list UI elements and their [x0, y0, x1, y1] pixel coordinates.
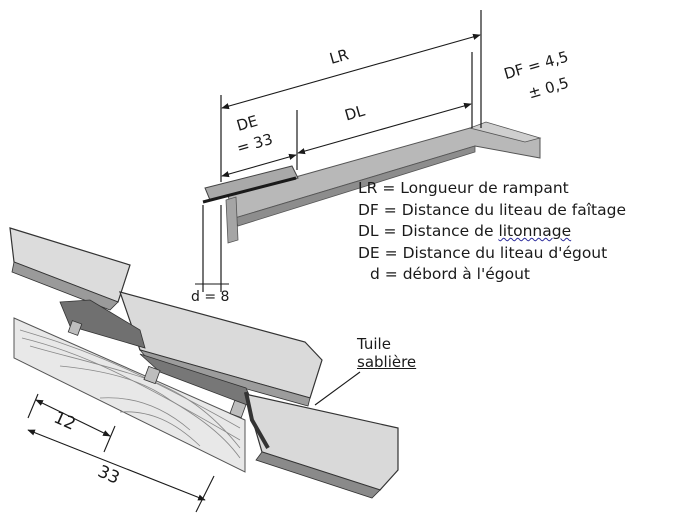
lr-dimension	[221, 33, 481, 110]
upper-tile	[9, 227, 131, 311]
legend-row-lr: LR = Longueur de rampant	[358, 178, 697, 200]
d-label: d = 8	[191, 289, 229, 305]
legend-row-d: d = débord à l'égout	[358, 264, 697, 286]
tuile-label-line1: Tuile	[357, 335, 391, 353]
legend-abbr: LR	[358, 179, 378, 197]
legend-eq: =	[378, 200, 402, 219]
de-label-line1: DE	[235, 112, 260, 135]
sabliere-tile	[244, 391, 399, 499]
legend-abbr: d	[370, 265, 380, 283]
legend-row-dl: DL = Distance de litonnage	[358, 221, 697, 243]
legend-text: débord à l'égout	[402, 265, 531, 283]
dl-label: DL	[343, 101, 368, 124]
eave-tile	[59, 291, 323, 409]
dl-dimension	[297, 102, 472, 155]
tuile-sabliere-label: Tuile sablière	[357, 335, 416, 371]
tuile-label-line2: sablière	[357, 353, 417, 371]
legend-abbr: DL	[358, 222, 379, 240]
lr-label: LR	[328, 45, 351, 67]
dim-12-label: 12	[51, 408, 79, 435]
tile-hooks	[67, 320, 247, 419]
legend-wavy-word: litonnage	[498, 222, 572, 240]
lower-dimension-lines	[27, 393, 215, 513]
legend-row-df: DF = Distance du liteau de faîtage	[358, 200, 697, 222]
legend-eq: =	[379, 265, 403, 283]
legend-eq: =	[378, 222, 402, 240]
legend-abbr: DF	[358, 200, 379, 219]
legend-eq: =	[377, 179, 401, 197]
tuile-leader-line	[314, 371, 361, 406]
legend-abbr: DE	[358, 243, 380, 262]
dimension-lines	[195, 33, 481, 285]
legend-eq: =	[379, 243, 403, 262]
legend-text: Distance du liteau d'égout	[402, 243, 608, 262]
legend-text: Longueur de rampant	[400, 179, 569, 197]
legend-row-de: DE = Distance du liteau d'égout	[358, 243, 697, 265]
df-label-line2: ± 0,5	[526, 74, 571, 103]
legend: LR = Longueur de rampant DF = Distance d…	[358, 178, 697, 286]
upper-rafter	[225, 121, 542, 244]
legend-text: Distance de	[401, 222, 499, 240]
de-dimension	[221, 153, 297, 178]
legend-text: Distance du liteau de faîtage	[401, 200, 626, 219]
